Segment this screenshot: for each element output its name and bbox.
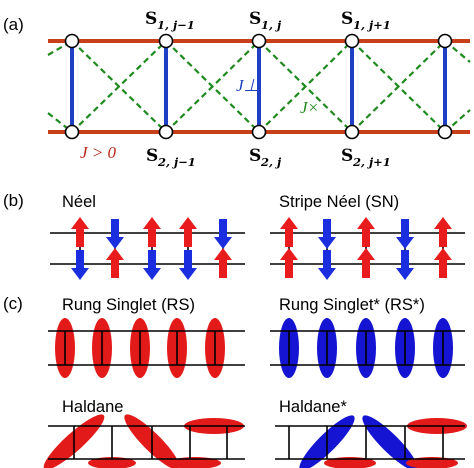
svg-text:S: S: [249, 9, 261, 29]
rung-singlet-title: Rung Singlet (RS): [62, 296, 195, 314]
spin-up-arrow: [143, 217, 161, 247]
site-label-top-2: S 1, j: [249, 9, 282, 32]
spin-up-arrow: [106, 248, 124, 278]
rung-singlet-diagram: [48, 318, 245, 378]
svg-text:1, j−1: 1, j−1: [157, 18, 195, 32]
svg-text:S: S: [145, 9, 157, 29]
site-label-top-3: S 1, j+1: [341, 9, 391, 32]
spin-up-arrow: [280, 248, 298, 278]
panel-a-label: (a): [3, 15, 24, 34]
spin-down-arrow: [143, 250, 161, 280]
spin-down-arrow: [396, 219, 414, 249]
rung-bonds: [70, 41, 447, 132]
spin-down-arrow: [214, 219, 232, 249]
rung-coupling-label: J⊥: [236, 76, 258, 95]
spin-up-arrow: [71, 217, 89, 247]
rung-singlet-star-diagram: [270, 318, 465, 378]
site-label-bottom-2: S 2, j: [249, 146, 282, 169]
svg-text:2, j: 2, j: [260, 155, 282, 169]
svg-text:S: S: [341, 9, 353, 29]
spin-down-arrow: [179, 250, 197, 280]
spin-up-arrow: [280, 217, 298, 247]
haldane-title: Haldane: [62, 398, 123, 416]
stripe-spin-arrows: [280, 217, 452, 280]
spin-up-arrow: [434, 248, 452, 278]
neel-spin-arrows: [71, 217, 232, 280]
spin-down-arrow: [318, 219, 336, 249]
spin-down-arrow: [71, 250, 89, 280]
spin-up-arrow: [434, 217, 452, 247]
spin-up-arrow: [214, 248, 232, 278]
svg-text:2, j−1: 2, j−1: [157, 155, 196, 169]
spin-down-arrow: [396, 250, 414, 280]
panel-c-label: (c): [3, 294, 23, 313]
svg-text:2, j+1: 2, j+1: [352, 155, 391, 169]
rung-singlet-star-title: Rung Singlet* (RS*): [279, 296, 425, 314]
site-label-bottom-3: S 2, j+1: [341, 146, 391, 169]
spin-down-arrow: [106, 219, 124, 249]
svg-text:S: S: [146, 146, 158, 166]
svg-text:1, j+1: 1, j+1: [353, 18, 391, 32]
spin-up-arrow: [357, 217, 375, 247]
spin-up-arrow: [357, 248, 375, 278]
site-label-bottom-1: S 2, j−1: [146, 146, 196, 169]
haldane-star-title: Haldane*: [279, 398, 347, 416]
neel-title: Néel: [62, 193, 96, 211]
stripe-neel-title: Stripe Néel (SN): [279, 193, 399, 211]
panel-a: (a): [3, 9, 471, 169]
panel-c: (c) Rung Singlet (RS) Rung Singlet* (RS*…: [3, 294, 467, 468]
haldane-diagram: [43, 414, 245, 468]
svg-text:S: S: [249, 146, 261, 166]
haldane-star-diagram: [275, 415, 467, 468]
lattice-sites: [64, 33, 453, 140]
site-label-top-1: S 1, j−1: [145, 9, 195, 32]
panel-b-label: (b): [3, 191, 24, 210]
spin-down-arrow: [318, 250, 336, 280]
cross-coupling-label: J×: [300, 98, 319, 117]
spin-up-arrow: [179, 217, 197, 247]
panel-b: (b) Néel Stripe Néel (SN): [3, 191, 465, 280]
svg-text:1, j: 1, j: [261, 18, 282, 32]
svg-text:S: S: [341, 146, 353, 166]
leg-coupling-label: J > 0: [80, 143, 117, 162]
